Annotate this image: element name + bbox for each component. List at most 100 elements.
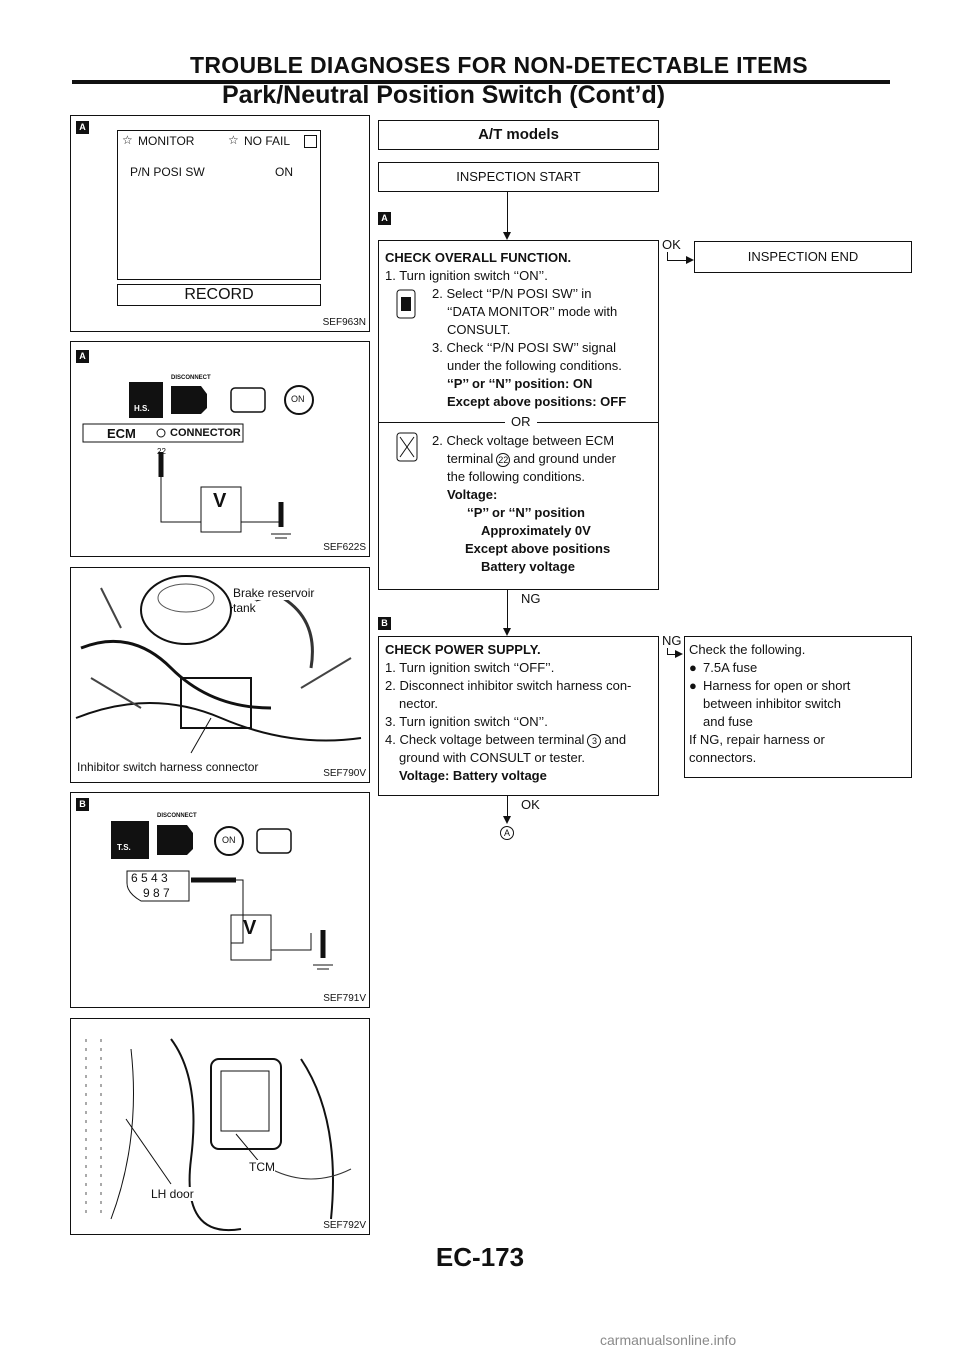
marker-a: A — [76, 350, 89, 363]
figure-code: SEF791V — [323, 993, 366, 1004]
connector-line — [667, 260, 687, 261]
step-text: nector. — [399, 696, 439, 711]
step-text: ground with CONSULT or tester. — [399, 750, 585, 765]
probe-lead — [160, 477, 201, 523]
figure-code: SEF792V — [323, 1220, 366, 1231]
ts-tool-icon — [111, 821, 149, 859]
watermark: carmanualsonline.info — [600, 1332, 737, 1348]
step-text: 2. Disconnect inhibitor switch harness c… — [385, 678, 632, 693]
item-value: ON — [275, 165, 293, 179]
no-fail-label: NO FAIL — [244, 134, 291, 148]
step-title: CHECK POWER SUPPLY. — [385, 642, 541, 657]
consult-icon — [396, 289, 416, 319]
inspection-start-box: INSPECTION START — [378, 162, 659, 192]
harness-connector-label: Inhibitor switch harness connector — [77, 760, 259, 774]
figure-tcm-location: TCM LH door SEF792V — [70, 1018, 370, 1235]
ts-label: T.S. — [117, 843, 131, 852]
monitor-screen: ☆ MONITOR ☆ NO FAIL P/N POSI SW ON — [117, 130, 321, 280]
condition-text: ‘‘P’’ or ‘‘N’’ position: ON — [447, 376, 593, 391]
figure-inhibitor-location: Brake reservoir tank Inhibitor switch ha… — [70, 567, 370, 783]
ok-label: OK — [662, 237, 681, 252]
connector-icon — [256, 828, 292, 854]
ignition-key-icon — [284, 385, 314, 415]
check-overall-box: CHECK OVERALL FUNCTION. 1. Turn ignition… — [378, 240, 659, 590]
voltmeter-icon — [200, 486, 242, 533]
condition-text: Battery voltage — [481, 559, 575, 574]
terminal-number: 22 — [157, 447, 166, 456]
tester-icon — [396, 432, 418, 462]
ignition-key-icon — [214, 826, 244, 856]
figure-code: SEF790V — [323, 768, 366, 779]
text-line: 7.5A fuse — [703, 660, 758, 675]
goto-label: A — [500, 826, 514, 840]
condition-text: Except above positions — [465, 541, 611, 556]
ecm-diagram — [82, 382, 314, 539]
connector-line — [507, 191, 508, 233]
figure-consult-monitor: A ☆ MONITOR ☆ NO FAIL P/N POSI SW ON REC… — [70, 115, 370, 332]
condition-text: Approximately 0V — [481, 523, 591, 538]
text-line: If NG, repair harness or — [689, 732, 825, 747]
tank-label: tank — [233, 601, 256, 615]
brake-reservoir-label: Brake reservoir — [233, 586, 315, 600]
engine-bay-illustration — [75, 575, 362, 754]
ng-label: NG — [521, 591, 541, 606]
section-title: TROUBLE DIAGNOSES FOR NON-DETECTABLE ITE… — [190, 52, 808, 78]
voltmeter-icon — [230, 914, 272, 961]
ok-label: OK — [521, 797, 540, 812]
step-text: the following conditions. — [447, 469, 586, 484]
step-text: 3. Turn ignition switch ‘‘ON’’. — [385, 714, 548, 729]
tcm-illustration — [85, 1038, 352, 1232]
figure-inhibitor-voltage: B DISCONNECT T.S. ON 6 5 4 3 9 8 7 V SEF… — [70, 792, 370, 1008]
marker-a: A — [76, 121, 89, 134]
voltage-label: Voltage: — [447, 487, 498, 502]
connector-line — [667, 648, 668, 654]
lh-door-label: LH door — [151, 1187, 194, 1201]
text-line: and fuse — [703, 714, 753, 729]
step-text: under the following conditions. — [447, 358, 622, 373]
checkbox-icon — [304, 135, 317, 148]
terminal-suffix: and ground under — [513, 451, 616, 466]
step-text: ‘‘DATA MONITOR’’ mode with — [447, 304, 618, 319]
step-title: CHECK OVERALL FUNCTION. — [385, 250, 572, 265]
star-icon: ☆ — [122, 133, 133, 147]
check-power-box: CHECK POWER SUPPLY. 1. Turn ignition swi… — [378, 636, 659, 796]
monitor-label: MONITOR — [138, 134, 195, 148]
marker-b: B — [378, 617, 391, 630]
terminal-prefix: 4. Check voltage between terminal — [385, 732, 585, 747]
terminal-prefix: terminal — [447, 451, 494, 466]
terminal-number: 3 — [587, 734, 602, 748]
on-label: ON — [291, 394, 305, 404]
inhibitor-diagram — [111, 821, 333, 970]
step-text: 3. Check ‘‘P/N POSI SW’’ signal — [432, 340, 616, 355]
voltmeter-label: V — [243, 917, 257, 939]
arrow-down-icon — [503, 232, 511, 240]
figure-code: SEF963N — [322, 317, 366, 328]
arrow-right-icon — [675, 650, 683, 658]
marker-b: B — [76, 798, 89, 811]
step-text: 1. Turn ignition switch ‘‘ON’’. — [385, 268, 548, 283]
disconnect-label: DISCONNECT — [171, 375, 211, 381]
or-label: OR — [505, 413, 537, 432]
on-label: ON — [222, 835, 236, 845]
ecm-connector-block — [82, 423, 244, 443]
step-text: CONSULT. — [447, 322, 511, 337]
marker-a: A — [378, 212, 391, 225]
figure-code: SEF622S — [323, 542, 366, 553]
figure-ecm-voltage: A DISCONNECT H.S. ON ECM CONNECTOR 22 V … — [70, 341, 370, 557]
disconnect-label: DISCONNECT — [157, 813, 197, 819]
goto-terminal: A — [500, 826, 514, 840]
hs-tool-icon — [129, 382, 163, 418]
hs-label: H.S. — [134, 404, 150, 413]
ground-lead — [241, 502, 282, 523]
arrow-down-icon — [503, 816, 511, 824]
connector-label: CONNECTOR — [170, 427, 241, 439]
connector-line — [507, 589, 508, 629]
pins-bottom: 9 8 7 — [143, 886, 170, 900]
item-name: P/N POSI SW — [130, 165, 205, 179]
voltage-label: Voltage: Battery voltage — [399, 768, 547, 783]
inspection-end-box: INSPECTION END — [694, 241, 912, 273]
step-text: 1. Turn ignition switch ‘‘OFF’’. — [385, 660, 555, 675]
condition-text: ‘‘P’’ or ‘‘N’’ position — [467, 505, 585, 520]
